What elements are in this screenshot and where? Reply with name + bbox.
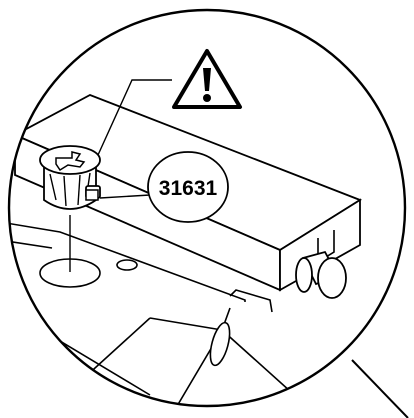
board-holes: [39, 258, 231, 367]
connector-screw: [85, 189, 99, 201]
magnifier-leader-line: [351, 359, 409, 418]
lower-board-slot: [229, 289, 273, 313]
magnified-content: [9, 94, 362, 406]
dowel-pin: [295, 250, 347, 299]
warning-triangle-icon: [172, 49, 242, 109]
magnifier-circle: [7, 8, 407, 408]
warning-leader-line: [97, 79, 172, 156]
part-callout-leader: [99, 194, 151, 199]
part-number-label: 31631: [159, 177, 218, 200]
cam-lock-fitting: [39, 145, 101, 210]
part-number-callout: 31631: [147, 151, 229, 223]
